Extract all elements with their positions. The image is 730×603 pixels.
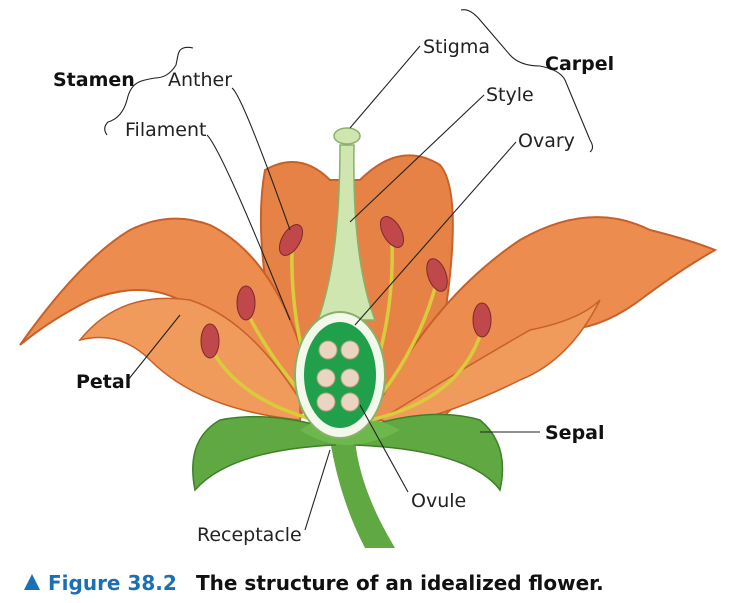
label-carpel: Carpel xyxy=(545,53,614,75)
label-anther: Anther xyxy=(168,69,232,91)
label-ovule: Ovule xyxy=(411,490,466,512)
label-stigma: Stigma xyxy=(423,36,490,58)
label-sepal: Sepal xyxy=(545,422,605,444)
leader-lines xyxy=(127,45,540,531)
stem xyxy=(330,440,395,548)
caption-text: The structure of an idealized flower. xyxy=(196,571,604,595)
label-receptacle: Receptacle xyxy=(197,524,302,546)
label-style: Style xyxy=(486,84,534,106)
caption-figure-number: Figure 38.2 xyxy=(48,571,177,595)
caption-triangle-icon xyxy=(24,574,40,590)
ovary-interior xyxy=(304,322,376,428)
label-petal: Petal xyxy=(76,371,131,393)
label-stamen: Stamen xyxy=(53,69,135,91)
carpel-brace xyxy=(460,9,594,153)
sepal-left xyxy=(192,415,336,492)
ovules xyxy=(316,340,360,412)
label-filament: Filament xyxy=(125,119,206,141)
label-ovary: Ovary xyxy=(518,130,575,152)
style xyxy=(316,144,377,321)
stigma xyxy=(333,127,361,145)
anthers xyxy=(200,216,492,359)
stamen-brace xyxy=(104,46,194,136)
